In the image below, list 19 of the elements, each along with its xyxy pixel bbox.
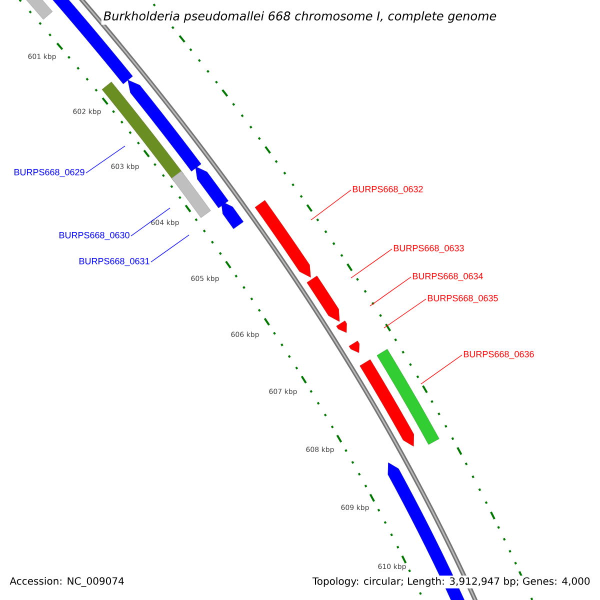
gene-label: BURPS668_0634 — [412, 272, 483, 282]
gene-label: BURPS668_0629 — [14, 168, 84, 178]
gene-label: BURPS668_0635 — [428, 294, 498, 304]
gene-label: BURPS668_0632 — [352, 186, 423, 194]
title: Burkholderia pseudomallei 668 chromosome I, complete genome — [101, 9, 499, 25]
leader-line — [310, 190, 352, 220]
accession-label: Accession: NC_009074 — [8, 576, 126, 588]
gene-label: BURPS668_0636 — [464, 350, 534, 360]
genome-info-label: Topology: circular; Length: 3,912,947 bp; Genes: 4,000 — [310, 576, 592, 588]
leader-line — [150, 234, 190, 262]
leader-line — [370, 276, 412, 306]
leader-line — [350, 248, 392, 278]
gene-label: BURPS668_0630 — [59, 232, 130, 240]
gene-label: BURPS668_0633 — [394, 244, 464, 254]
leader-line — [86, 146, 126, 174]
leader-line — [384, 298, 426, 328]
leader-line — [130, 208, 170, 236]
leader-line — [420, 354, 462, 384]
gene-label: BURPS668_0631 — [79, 258, 150, 266]
